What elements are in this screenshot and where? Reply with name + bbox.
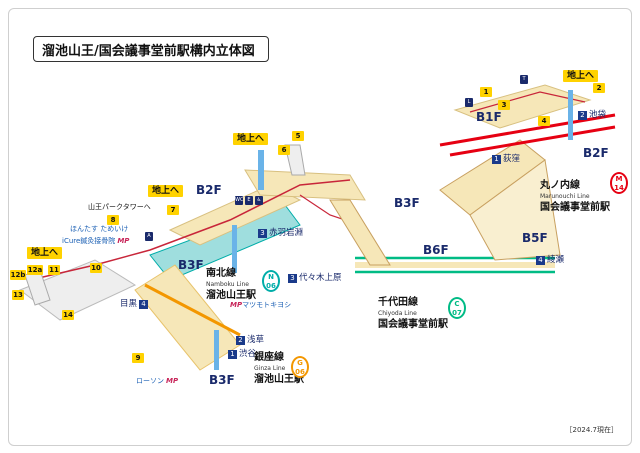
- chiyoda-platform: [355, 262, 555, 268]
- exit-14[interactable]: 14: [62, 310, 74, 320]
- exit-r4[interactable]: 4: [538, 116, 550, 126]
- exit-r2[interactable]: 2: [593, 83, 605, 93]
- shop-matsumoto: MPマツモトキヨシ: [230, 301, 292, 309]
- exit-5[interactable]: 5: [292, 131, 304, 141]
- marunouchi-track-1: [439, 113, 616, 147]
- marunouchi-track-2: [449, 125, 616, 157]
- floor-b3f-right: B3F: [394, 196, 420, 210]
- floor-b1f: B1F: [476, 110, 502, 124]
- ticket-icon: T: [520, 75, 528, 84]
- elevator-icon: E: [245, 196, 253, 205]
- ground-label-3: 地上へ: [27, 247, 63, 259]
- exit-11[interactable]: 11: [48, 265, 60, 275]
- exit-6[interactable]: 6: [278, 145, 290, 155]
- exit-12a[interactable]: 12a: [27, 265, 43, 275]
- exit-9[interactable]: 9: [132, 353, 144, 363]
- floor-b3f-top: B3F: [178, 258, 204, 272]
- exit-7[interactable]: 7: [167, 205, 179, 215]
- ginza-platform: [134, 264, 241, 371]
- exit-8[interactable]: 8: [107, 215, 119, 225]
- shop-sanno-park-tower: 山王パークタワーへ: [88, 203, 151, 211]
- atm-icon: A: [145, 232, 153, 241]
- ground-label-1: 地上へ: [233, 133, 269, 145]
- route-left: [29, 179, 351, 281]
- exit-12b[interactable]: 12b: [10, 270, 26, 280]
- exit-stair-5: [284, 144, 306, 176]
- date-note: ［2024.7現在］: [565, 426, 619, 434]
- transfer-escalator: [329, 199, 391, 266]
- exit-13[interactable]: 13: [12, 290, 24, 300]
- wheelchair-icon: ♿: [255, 196, 263, 205]
- floor-b2f-right: B2F: [583, 146, 609, 160]
- exit-stair-12: [24, 269, 51, 306]
- elevator-shaft-b: [232, 225, 237, 273]
- elevator-shaft-c: [214, 330, 219, 370]
- floor-b5f: B5F: [522, 231, 548, 245]
- ground-label-4: 地上へ: [563, 70, 599, 82]
- floor-b6f: B6F: [423, 243, 449, 257]
- locker-icon: L: [465, 98, 473, 107]
- right-lower-stairs: [469, 159, 561, 261]
- shop-hontasu: ほんたす ためいけ: [70, 225, 129, 233]
- floor-b2f-left: B2F: [196, 183, 222, 197]
- elevator-shaft-left: [258, 150, 264, 190]
- exit-r1[interactable]: 1: [480, 87, 492, 97]
- exit-r3[interactable]: 3: [498, 100, 510, 110]
- page-title: 溜池山王/国会議事堂前駅構内立体図: [33, 36, 269, 62]
- floor-b3f-bottom: B3F: [209, 373, 235, 387]
- ginza-track: [144, 283, 241, 337]
- elevator-shaft-right: [568, 90, 573, 140]
- ground-label-2: 地上へ: [148, 185, 184, 197]
- toilet-icon: WC: [235, 196, 244, 205]
- exit-10[interactable]: 10: [90, 263, 102, 273]
